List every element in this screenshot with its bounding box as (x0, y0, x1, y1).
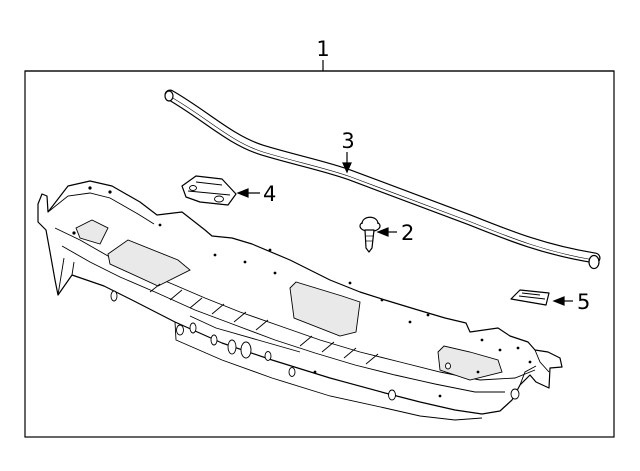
seal-strip-part (164, 89, 601, 270)
callout-1-bracket (25, 60, 614, 72)
callout-4-label: 4 (263, 182, 276, 206)
callout-2-label: 2 (401, 221, 414, 245)
leader-lines (236, 152, 573, 306)
callout-1-label: 1 (316, 37, 329, 61)
pad-part (510, 289, 550, 306)
support-cover-part (37, 180, 563, 421)
bracket-part (181, 175, 237, 206)
push-clip-part (359, 216, 381, 253)
callout-3-label: 3 (341, 129, 354, 153)
callout-5-label: 5 (577, 290, 590, 314)
diagram-frame (24, 70, 615, 438)
